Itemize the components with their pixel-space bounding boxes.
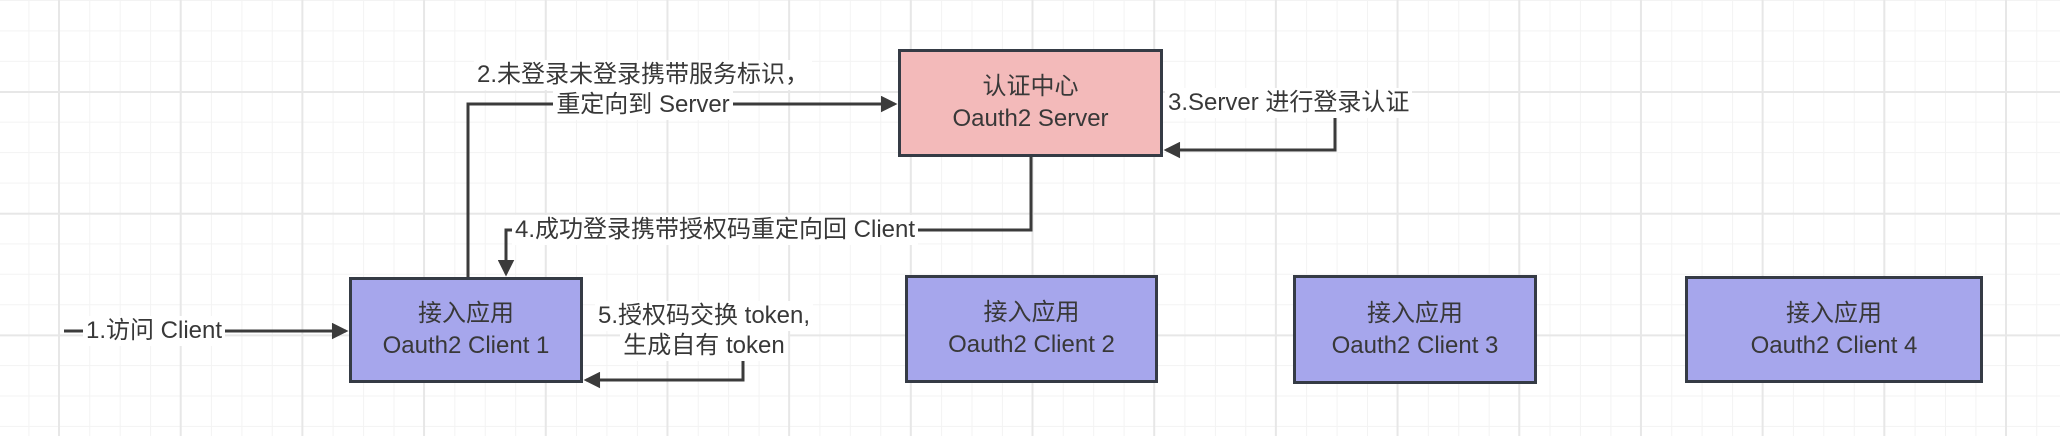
- auth-server-node[interactable]: 认证中心 Oauth2 Server: [898, 49, 1163, 157]
- step4-label[interactable]: 4.成功登录携带授权码重定向回 Client: [512, 215, 919, 245]
- client4-node[interactable]: 接入应用 Oauth2 Client 4: [1685, 276, 1983, 383]
- arrow-step2-redirect-to-server[interactable]: [466, 95, 898, 277]
- client1-subtitle: Oauth2 Client 1: [382, 332, 550, 359]
- step1-label[interactable]: 1.访问 Client: [83, 316, 226, 346]
- step2-label-line1: 2.未登录未登录携带服务标识，: [473, 60, 812, 90]
- step2-label-line2: 重定向到 Server: [553, 90, 733, 120]
- client2-subtitle: Oauth2 Client 2: [948, 331, 1115, 358]
- step1-label-text: 1.访问 Client: [83, 316, 226, 346]
- client1-title: 接入应用: [418, 300, 514, 327]
- step3-label-text: 3.Server 进行登录认证: [1165, 88, 1413, 118]
- client2-node[interactable]: 接入应用 Oauth2 Client 2: [905, 275, 1158, 383]
- step3-label[interactable]: 3.Server 进行登录认证: [1165, 88, 1413, 118]
- client4-subtitle: Oauth2 Client 4: [1750, 331, 1918, 359]
- client3-title: 接入应用: [1367, 299, 1463, 327]
- step2-label[interactable]: 2.未登录未登录携带服务标识， 重定向到 Server: [452, 60, 834, 120]
- arrow-step3-server-login[interactable]: [1163, 118, 1337, 159]
- client3-subtitle: Oauth2 Client 3: [1331, 331, 1499, 359]
- step5-label-line1: 5.授权码交换 token,: [594, 301, 814, 331]
- step4-label-text: 4.成功登录携带授权码重定向回 Client: [512, 215, 919, 245]
- step5-label[interactable]: 5.授权码交换 token, 生成自有 token: [585, 301, 823, 361]
- client1-node[interactable]: 接入应用 Oauth2 Client 1: [349, 277, 583, 383]
- client4-title: 接入应用: [1786, 299, 1882, 327]
- auth-server-subtitle: Oauth2 Server: [952, 105, 1109, 132]
- auth-server-title: 认证中心: [982, 73, 1079, 100]
- client2-title: 接入应用: [983, 299, 1080, 326]
- step5-label-line2: 生成自有 token: [620, 331, 788, 361]
- client3-node[interactable]: 接入应用 Oauth2 Client 3: [1293, 275, 1537, 384]
- arrow-step5-exchange-token[interactable]: [583, 358, 745, 389]
